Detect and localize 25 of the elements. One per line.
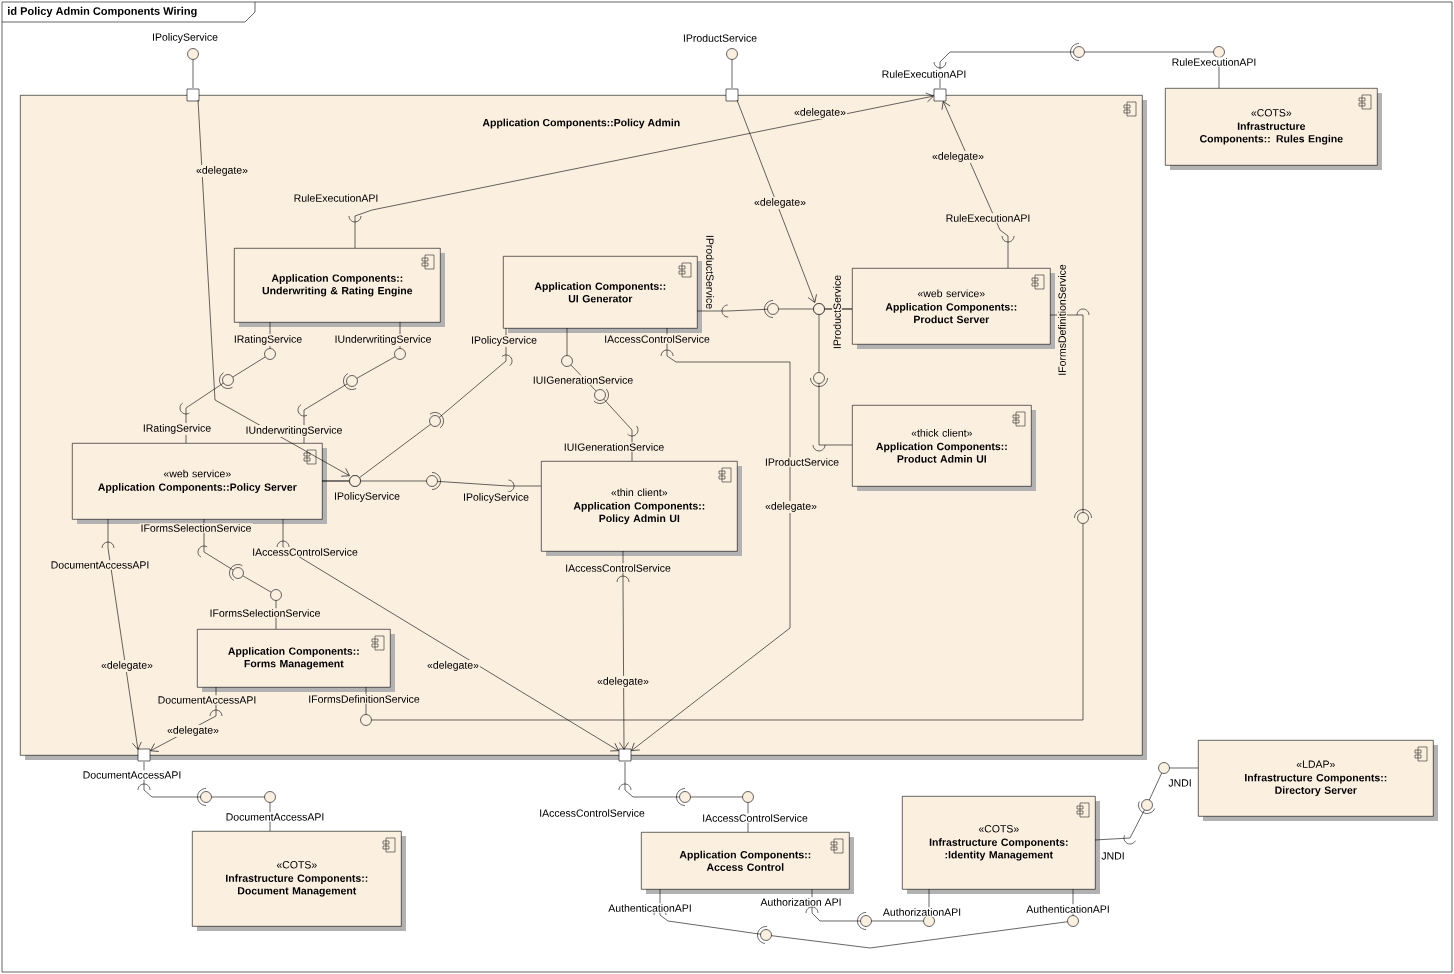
frame-title: id Policy Admin Components Wiring bbox=[8, 6, 197, 18]
assembly-connector bbox=[939, 51, 1220, 89]
interface-label: IPolicyService bbox=[151, 32, 219, 44]
interface-label: IProductService bbox=[681, 33, 759, 43]
interface-label: JNDI bbox=[1167, 778, 1193, 788]
component-box: Application Components:: Access Control bbox=[641, 832, 854, 894]
interface-label: RuleExecutionAPI bbox=[1170, 57, 1258, 67]
component-box: «COTS» Infrastructure Components: :Identity Management bbox=[902, 796, 1100, 894]
interface-label: RuleExecutionAPI bbox=[880, 69, 968, 79]
component-box: «COTS» Infrastructure Components:: Document Management bbox=[192, 831, 406, 931]
assembly-connector bbox=[1094, 767, 1199, 841]
interface-label: AuthorizationAPI bbox=[881, 907, 963, 917]
interface-label: DocumentAccessAPI bbox=[224, 812, 326, 822]
interface-label: DocumentAccessAPI bbox=[81, 770, 183, 780]
assembly-connector bbox=[143, 761, 271, 832]
interface-label: AuthenticationAPI bbox=[607, 903, 693, 913]
component-box: «LDAP» Infrastructure Components:: Directory Server bbox=[1198, 740, 1438, 821]
assembly-connector bbox=[659, 888, 1074, 949]
interface-label: IAccessControlService bbox=[701, 813, 809, 823]
interface-label: IAccessControlService bbox=[538, 808, 646, 818]
interface-label: Authorization API bbox=[759, 897, 843, 907]
interface-label: AuthenticationAPI bbox=[1025, 904, 1111, 914]
assembly-connector bbox=[811, 888, 930, 922]
assembly-connector bbox=[624, 761, 749, 833]
component-box: «COTS» Infrastructure Components:: Rules Engine bbox=[1165, 88, 1382, 170]
